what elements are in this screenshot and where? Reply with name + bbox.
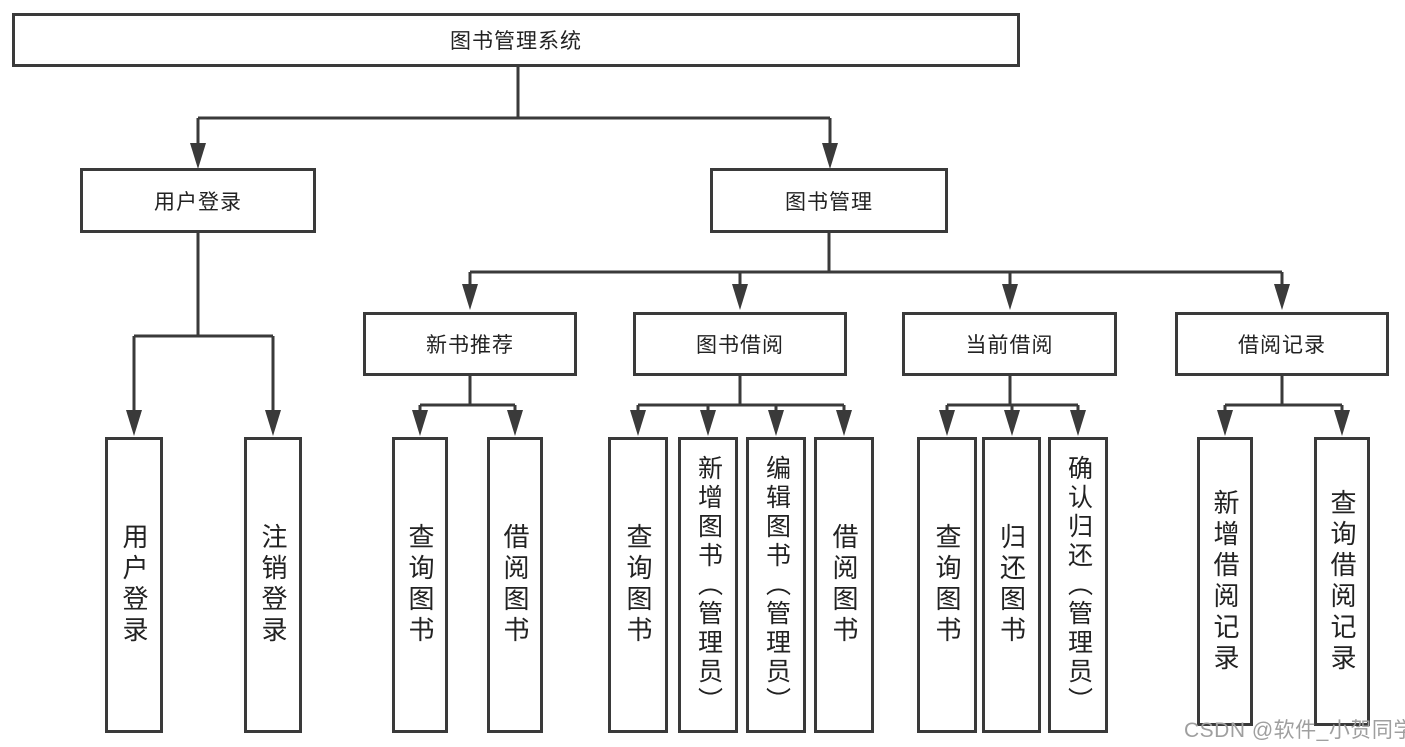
arrowhead — [939, 410, 955, 436]
arrowhead — [190, 143, 206, 169]
arrowhead — [412, 410, 428, 436]
edge-root-to-level2 — [196, 67, 832, 144]
node-new-books: 新书推荐 — [363, 312, 577, 376]
leaf-borrowing-borrow-books: 借阅图书 — [814, 437, 874, 733]
edge-current-to-leaves — [945, 376, 1080, 411]
arrowhead — [265, 410, 281, 436]
leaf-user-login: 用户登录 — [105, 437, 163, 733]
arrowhead — [732, 284, 748, 310]
arrowhead — [126, 410, 142, 436]
leaf-borrowing-query-books: 查询图书 — [608, 437, 668, 733]
arrowhead — [1334, 410, 1350, 436]
leaf-records-query-record: 查询借阅记录 — [1314, 437, 1370, 726]
arrowhead — [822, 143, 838, 169]
arrowhead — [507, 410, 523, 436]
edge-newbooks-to-leaves — [418, 376, 517, 411]
arrowhead — [1002, 284, 1018, 310]
leaf-borrowing-edit-books-admin: 编辑图书（管理员） — [746, 437, 806, 733]
node-root-label: 图书管理系统 — [450, 30, 582, 53]
arrowhead — [630, 410, 646, 436]
edge-bookmgmt-to-level3 — [468, 233, 1284, 285]
arrowhead — [768, 410, 784, 436]
node-new-books-label: 新书推荐 — [426, 334, 514, 357]
node-user-login-label: 用户登录 — [154, 190, 242, 214]
node-borrow-records: 借阅记录 — [1175, 312, 1389, 376]
leaf-current-query-books: 查询图书 — [917, 437, 977, 733]
node-current-borrowing-label: 当前借阅 — [965, 334, 1054, 357]
leaf-records-add-record: 新增借阅记录 — [1197, 437, 1253, 726]
arrowhead — [1004, 410, 1020, 436]
arrowhead — [700, 410, 716, 436]
arrowhead — [1070, 410, 1086, 436]
leaf-newbooks-query-books: 查询图书 — [392, 437, 448, 733]
csdn-watermark: CSDN @软件_小贺同学 — [1184, 719, 1405, 742]
leaf-logout: 注销登录 — [244, 437, 302, 733]
arrowhead — [1217, 410, 1233, 436]
node-borrowing: 图书借阅 — [633, 312, 847, 376]
node-current-borrowing: 当前借阅 — [902, 312, 1117, 376]
leaf-newbooks-borrow-books: 借阅图书 — [487, 437, 543, 733]
node-root: 图书管理系统 — [12, 13, 1020, 67]
node-user-login: 用户登录 — [80, 168, 316, 233]
leaf-borrowing-add-books-admin: 新增图书（管理员） — [678, 437, 738, 733]
edge-userlogin-to-leaves — [132, 233, 275, 411]
edge-borrowing-to-leaves — [636, 376, 846, 411]
node-book-management-label: 图书管理 — [785, 190, 873, 214]
node-borrow-records-label: 借阅记录 — [1238, 334, 1326, 357]
node-borrowing-label: 图书借阅 — [696, 334, 784, 357]
node-book-management: 图书管理 — [710, 168, 948, 233]
leaf-current-confirm-return-admin: 确认归还（管理员） — [1048, 437, 1108, 733]
arrowhead — [462, 284, 478, 310]
arrowhead — [1274, 284, 1290, 310]
edge-records-to-leaves — [1223, 376, 1344, 411]
arrowhead — [836, 410, 852, 436]
leaf-current-return-books: 归还图书 — [982, 437, 1041, 733]
